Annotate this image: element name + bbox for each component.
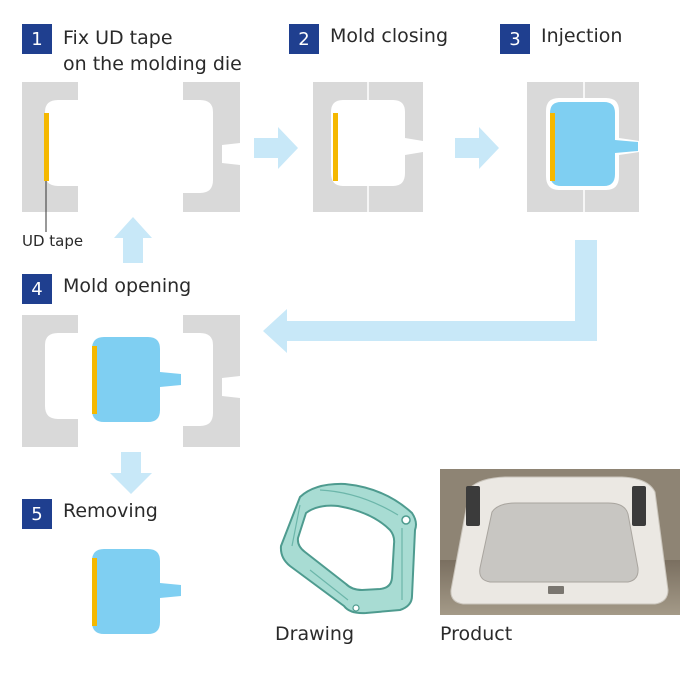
step1-label-line1: Fix UD tape [63, 27, 173, 49]
product-bracket-right [632, 486, 646, 526]
frame-inner-rib [291, 489, 403, 601]
frame-hole [352, 604, 360, 612]
mold-right-half [183, 315, 240, 447]
step2-badge: 2 [289, 24, 319, 54]
resin-part [92, 549, 181, 634]
product-caption: Product [440, 623, 513, 645]
frame-hole [401, 515, 411, 525]
product-window [479, 502, 639, 583]
step5-badge: 5 [22, 499, 52, 529]
step3-mold [527, 82, 639, 212]
ud-tape [92, 558, 97, 626]
drawing-image [279, 482, 417, 615]
product-bracket-left [466, 486, 480, 526]
step1-badge: 1 [22, 24, 52, 54]
mold-right-half [183, 82, 240, 212]
mold-cavity [331, 100, 423, 186]
step5-label: Removing [63, 500, 158, 522]
ud-tape [92, 346, 97, 414]
drawing-caption: Drawing [275, 623, 355, 645]
arrow-step2-to-step3 [455, 127, 499, 169]
step4-label: Mold opening [63, 275, 192, 297]
step4-badge: 4 [22, 274, 52, 304]
ud-tape-callout: UD tape [22, 232, 84, 250]
arrow-step4-to-step5 [110, 452, 152, 494]
arrow-step3-to-step4 [263, 240, 597, 353]
step3-label: Injection [541, 25, 623, 47]
step2-label: Mold closing [330, 25, 449, 47]
frame-opening [296, 504, 396, 591]
step4-mold [22, 315, 240, 447]
resin-part [550, 102, 638, 186]
ud-tape [44, 113, 49, 181]
resin-part [92, 337, 181, 422]
step1-mold [22, 82, 240, 232]
step3-badge: 3 [500, 24, 530, 54]
arrow-step1-to-step2 [254, 127, 298, 169]
mold-left-half [22, 82, 78, 212]
ud-tape [333, 113, 338, 181]
step2-mold [313, 82, 423, 212]
product-latch [548, 586, 564, 594]
step5-part [92, 549, 181, 634]
arrow-step4-to-step1 [114, 217, 152, 263]
product-image [440, 469, 680, 615]
mold-left-half [22, 315, 78, 447]
ud-tape [550, 113, 555, 181]
step1-label-line2: on the molding die [63, 53, 242, 75]
